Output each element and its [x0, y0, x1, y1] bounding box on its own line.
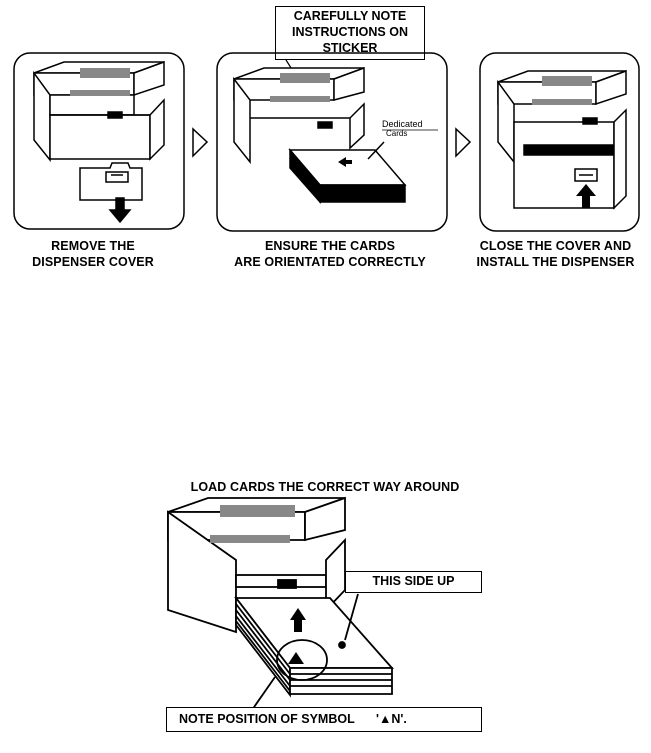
card-stack-large [234, 593, 394, 711]
dedicated-annotation-2: Cards [386, 129, 407, 138]
next-arrow-2 [455, 127, 472, 158]
sticker-callout: CAREFULLY NOTE INSTRUCTIONS ON STICKER [275, 6, 425, 60]
note-position-label: NOTE POSITION OF SYMBOL '▲N'. [166, 707, 482, 732]
dispenser-drawing-1 [33, 60, 165, 163]
step2-caption: ENSURE THE CARDS ARE ORIENTATED CORRECTL… [212, 238, 448, 270]
step3-caption: CLOSE THE COVER AND INSTALL THE DISPENSE… [460, 238, 651, 270]
card-stack-2 [288, 141, 407, 204]
callout-line-2: INSTRUCTIONS ON [292, 25, 408, 39]
callout-line-3: STICKER [322, 41, 378, 55]
this-side-up-text: THIS SIDE UP [372, 574, 455, 588]
callout-line-1: CAREFULLY NOTE [293, 9, 407, 23]
step1-panel [13, 52, 209, 230]
step1-caption-line1: REMOVE THE [51, 239, 135, 253]
this-side-up-label: THIS SIDE UP [345, 571, 482, 593]
step3-panel [479, 52, 640, 232]
dispenser-drawing-large [167, 496, 346, 634]
removed-cover-1 [79, 162, 143, 224]
step2-caption-line2: ARE ORIENTATED CORRECTLY [234, 255, 426, 269]
next-arrow-1 [192, 127, 209, 158]
dispenser-drawing-3 [497, 69, 627, 210]
load-cards-title: LOAD CARDS THE CORRECT WAY AROUND [190, 480, 460, 494]
note-position-text: NOTE POSITION OF SYMBOL [179, 712, 355, 726]
dispenser-drawing-2 [233, 66, 365, 165]
step1-caption: REMOVE THE DISPENSER COVER [14, 238, 172, 270]
dedicated-annotation-1: Dedicated [382, 119, 423, 129]
step3-caption-line2: INSTALL THE DISPENSER [476, 255, 635, 269]
insert-arrow-3 [576, 184, 596, 196]
step2-caption-line1: ENSURE THE CARDS [264, 239, 396, 253]
step1-caption-line2: DISPENSER COVER [32, 255, 154, 269]
step2-panel: Dedicated Cards [216, 52, 472, 232]
symbol-text: '▲N'. [375, 712, 407, 726]
step3-caption-line1: CLOSE THE COVER AND [479, 239, 632, 253]
